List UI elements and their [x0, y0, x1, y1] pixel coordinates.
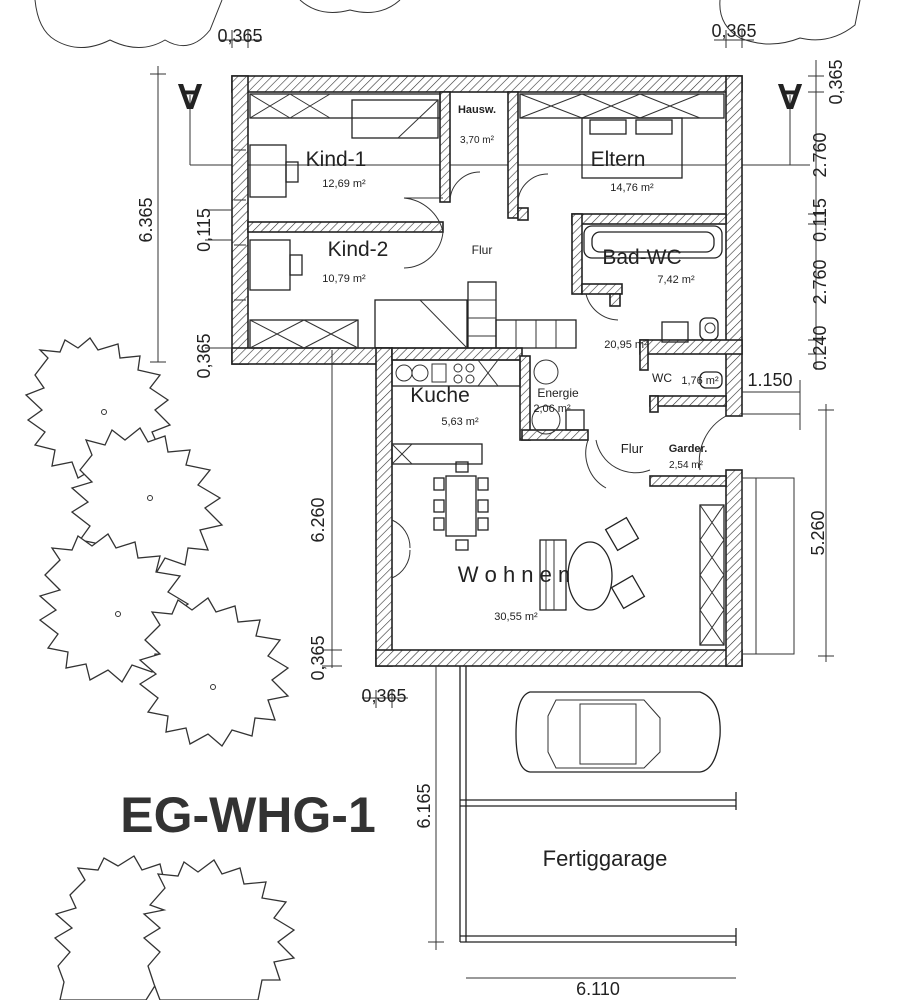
dim-mid-6260: 6.260 [308, 497, 328, 542]
dim-left-0365a: 0,365 [194, 333, 214, 378]
plan-title: EG-WHG-1 [120, 787, 376, 843]
dim-right-0115: 0.115 [810, 198, 830, 242]
dim-garage-6110: 6.110 [576, 979, 620, 999]
room-area-garder: 2,54 m² [669, 460, 704, 471]
room-name-flur-lower: Flur [621, 441, 644, 456]
room-area-kind1: 12,69 m² [322, 178, 366, 190]
room-name-eltern: Eltern [591, 148, 646, 171]
section-line: A A [177, 76, 810, 166]
dim-right-0240: 0.240 [810, 325, 830, 370]
room-area-kueche: 5,63 m² [441, 416, 479, 428]
dim-mid-0365: 0,365 [308, 635, 328, 680]
interior-walls [247, 91, 727, 487]
fixtures [234, 93, 727, 646]
tree-icon [138, 597, 290, 747]
garage [459, 666, 737, 946]
room-name-flur-upper: Flur [472, 243, 493, 257]
dim-right-2760b: 2.760 [810, 259, 830, 304]
room-area-hausw: 3,70 m² [460, 135, 495, 146]
entrance [741, 391, 800, 655]
room-name-kind1: Kind-1 [306, 148, 367, 171]
dim-left-6365: 6.365 [136, 197, 156, 242]
room-name-garage: Fertiggarage [543, 846, 668, 871]
trees [24, 0, 861, 1000]
room-name-garder: Garder. [669, 443, 708, 455]
tree-icon [142, 859, 296, 1000]
dimension-labels: 0,365 0,365 0,365 2.760 0.115 2.760 0.24… [136, 21, 846, 999]
room-area-wc: 1,76 m² [681, 375, 719, 387]
room-name-kueche: Kuche [410, 384, 470, 407]
dim-right-1150: 1.150 [747, 370, 792, 390]
room-name-wc: WC [652, 371, 672, 385]
dim-top-right: 0,365 [711, 21, 756, 41]
dim-top-left: 0,365 [217, 26, 262, 46]
dim-left-0115: 0,115 [194, 208, 214, 252]
dim-bottom-0365: 0,365 [361, 686, 406, 706]
dim-right-5260: 5.260 [808, 510, 828, 555]
dim-right-top: 0,365 [826, 59, 846, 104]
dimension-lines [150, 30, 834, 979]
section-marker-right: A [777, 76, 803, 117]
room-area-badwc: 7,42 m² [657, 274, 695, 286]
room-area-wohnen: 30,55 m² [494, 611, 538, 623]
car-icon [515, 691, 721, 773]
room-name-badwc: Bad-WC [602, 246, 681, 269]
room-area-energie: 2,06 m² [533, 403, 571, 415]
section-marker-left: A [177, 76, 203, 117]
room-name-energie: Energie [537, 386, 579, 400]
room-area-kind2: 10,79 m² [322, 273, 366, 285]
room-name-kind2: Kind-2 [328, 238, 389, 261]
room-area-flur: 20,95 m² [604, 339, 648, 351]
dim-garage-6165: 6.165 [414, 783, 434, 828]
room-area-eltern: 14,76 m² [610, 182, 654, 194]
room-name-wohnen: W o h n e n [458, 562, 571, 587]
room-labels: Kind-1 12,69 m² Kind-2 10,79 m² Hausw. 3… [306, 104, 719, 871]
dim-right-2760a: 2.760 [810, 132, 830, 177]
room-name-hausw: Hausw. [458, 104, 496, 116]
